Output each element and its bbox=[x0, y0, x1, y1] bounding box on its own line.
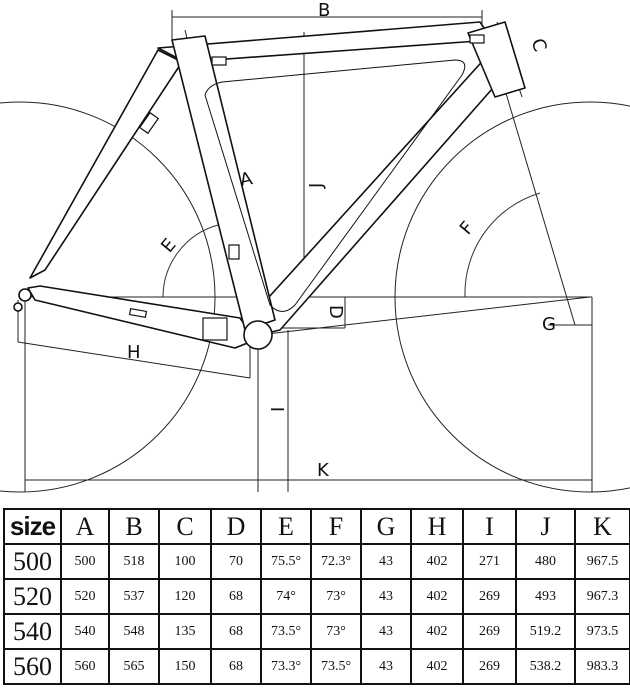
cell: 43 bbox=[360, 578, 412, 615]
header-h: H bbox=[410, 508, 464, 545]
cell: 537 bbox=[108, 578, 160, 615]
cell: 43 bbox=[360, 648, 412, 685]
cell: 68 bbox=[210, 578, 262, 615]
cell: 520 bbox=[60, 578, 110, 615]
cell: 73.5° bbox=[310, 648, 362, 685]
table-row: 540 540 548 135 68 73.5° 73° 43 402 269 … bbox=[3, 613, 630, 650]
cell: 500 bbox=[60, 543, 110, 580]
cell: 269 bbox=[462, 648, 517, 685]
bb-to-front-axle-line bbox=[257, 296, 591, 336]
header-b: B bbox=[108, 508, 160, 545]
cell: 967.3 bbox=[574, 578, 630, 615]
header-f: F bbox=[310, 508, 362, 545]
table-header-row: size A B C D E F G H I J K bbox=[3, 508, 630, 545]
label-j: J bbox=[306, 183, 327, 189]
cell: 72.3° bbox=[310, 543, 362, 580]
cell: 548 bbox=[108, 613, 160, 650]
label-k: K bbox=[317, 460, 330, 481]
cell-size: 520 bbox=[3, 578, 62, 615]
seat-tube bbox=[171, 35, 276, 331]
press-fit-bb-shell bbox=[202, 317, 228, 341]
cell: 983.3 bbox=[574, 648, 630, 685]
header-c: C bbox=[158, 508, 212, 545]
cell: 43 bbox=[360, 613, 412, 650]
label-c: C bbox=[527, 36, 551, 54]
top-tube-cable-port bbox=[211, 56, 227, 66]
table-row: 500 500 518 100 70 75.5° 72.3° 43 402 27… bbox=[3, 543, 630, 580]
cell: 518 bbox=[108, 543, 160, 580]
seat-clamp-cable-port bbox=[138, 111, 160, 135]
cell-size: 500 bbox=[3, 543, 62, 580]
cell: 43 bbox=[360, 543, 412, 580]
front-triangle-inner bbox=[204, 59, 466, 312]
cell: 540 bbox=[60, 613, 110, 650]
head-angle-arc bbox=[464, 192, 541, 298]
frame-geometry-diagram: B C A J E F D G H I K bbox=[0, 0, 630, 493]
cell: 73.5° bbox=[260, 613, 312, 650]
label-d: D bbox=[325, 305, 346, 319]
cell: 402 bbox=[410, 543, 464, 580]
cell: 120 bbox=[158, 578, 212, 615]
cell: 269 bbox=[462, 578, 517, 615]
header-g: G bbox=[360, 508, 412, 545]
cell: 402 bbox=[410, 578, 464, 615]
head-tube-cable-port bbox=[469, 34, 485, 44]
label-g: G bbox=[542, 314, 556, 335]
label-f: F bbox=[456, 218, 479, 239]
label-a: A bbox=[238, 168, 255, 191]
cell: 967.5 bbox=[574, 543, 630, 580]
cell: 100 bbox=[158, 543, 212, 580]
geometry-table: size A B C D E F G H I J K 500 500 518 1… bbox=[3, 508, 630, 685]
cell: 973.5 bbox=[574, 613, 630, 650]
cell: 402 bbox=[410, 648, 464, 685]
table-row: 520 520 537 120 68 74° 73° 43 402 269 49… bbox=[3, 578, 630, 615]
rear-dropout bbox=[18, 288, 32, 302]
cell: 68 bbox=[210, 613, 262, 650]
label-h: H bbox=[127, 342, 141, 363]
header-d: D bbox=[210, 508, 262, 545]
bottle-mount-seat-tube bbox=[228, 244, 240, 260]
label-b: B bbox=[318, 0, 330, 21]
cell: 73° bbox=[310, 578, 362, 615]
cell: 271 bbox=[462, 543, 517, 580]
cell-size: 560 bbox=[3, 648, 62, 685]
header-i: I bbox=[462, 508, 517, 545]
cell: 150 bbox=[158, 648, 212, 685]
cell: 135 bbox=[158, 613, 212, 650]
cell: 538.2 bbox=[515, 648, 576, 685]
header-j: J bbox=[515, 508, 576, 545]
seat-angle-arc bbox=[162, 224, 219, 298]
cell: 493 bbox=[515, 578, 576, 615]
header-a: A bbox=[60, 508, 110, 545]
cell: 68 bbox=[210, 648, 262, 685]
header-e: E bbox=[260, 508, 312, 545]
cell: 269 bbox=[462, 613, 517, 650]
bottom-bracket bbox=[243, 320, 273, 350]
fork-offset-line bbox=[504, 89, 576, 326]
label-i: I bbox=[268, 407, 289, 412]
cable-guide-chainstay bbox=[128, 307, 148, 319]
cell: 480 bbox=[515, 543, 576, 580]
cell: 560 bbox=[60, 648, 110, 685]
cell: 75.5° bbox=[260, 543, 312, 580]
cell: 70 bbox=[210, 543, 262, 580]
cell: 519.2 bbox=[515, 613, 576, 650]
table-row: 560 560 565 150 68 73.3° 73.5° 43 402 26… bbox=[3, 648, 630, 685]
header-k: K bbox=[574, 508, 630, 545]
rear-dropout-bolt bbox=[13, 302, 23, 312]
cell: 74° bbox=[260, 578, 312, 615]
h-dim-line bbox=[17, 341, 251, 379]
cell: 73° bbox=[310, 613, 362, 650]
cell: 565 bbox=[108, 648, 160, 685]
cell: 402 bbox=[410, 613, 464, 650]
header-size: size bbox=[3, 508, 62, 545]
seat-stays bbox=[29, 49, 183, 279]
cell: 73.3° bbox=[260, 648, 312, 685]
cell-size: 540 bbox=[3, 613, 62, 650]
